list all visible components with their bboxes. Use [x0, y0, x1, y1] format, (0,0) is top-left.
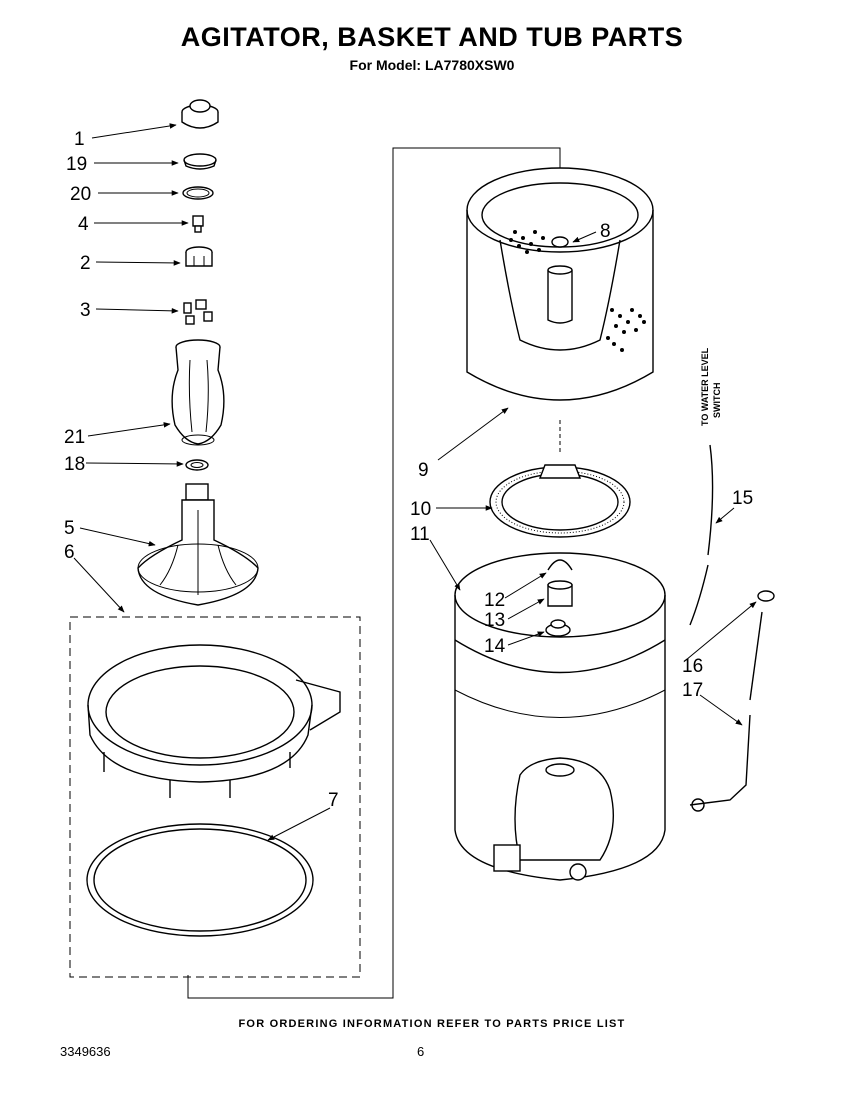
part-15-hose: [689, 444, 714, 626]
callout-7: 7: [328, 790, 339, 811]
part-16-clamp: [757, 590, 775, 602]
part-7-tub-gasket: [86, 823, 314, 937]
callout-11: 11: [410, 524, 430, 545]
callout-18: 18: [64, 454, 85, 475]
part-21-agitator-barrel: [171, 339, 225, 446]
part-agitator-cap: [181, 99, 219, 129]
callout-5: 5: [64, 518, 75, 539]
part-12: [547, 559, 573, 571]
diagram-title: AGITATOR, BASKET AND TUB PARTS: [180, 22, 684, 52]
callout-10: 10: [410, 499, 431, 520]
part-14: [545, 619, 571, 637]
part-10: [489, 464, 631, 538]
callout-4: 4: [78, 214, 89, 235]
callout-20: 20: [70, 184, 91, 205]
callout-17: 17: [682, 680, 703, 701]
document-number: 3349636: [60, 1044, 111, 1059]
part-5-agitator-base: [137, 483, 259, 606]
part-18: [185, 459, 209, 471]
part-19: [183, 153, 217, 170]
callout-2: 2: [80, 253, 91, 274]
callout-15: 15: [732, 488, 753, 509]
leader-lines: [73, 123, 757, 841]
callout-6: 6: [64, 542, 75, 563]
part-4: [192, 215, 204, 233]
callout-21: 21: [64, 427, 85, 448]
callout-9: 9: [418, 460, 429, 481]
callout-8: 8: [600, 221, 611, 242]
part-6-tub-ring: [87, 644, 341, 798]
callout-16: 16: [682, 656, 703, 677]
callout-13: 13: [484, 610, 505, 631]
part-9-basket: [466, 167, 654, 401]
callout-12: 12: [484, 590, 505, 611]
callout-1: 1: [74, 129, 85, 150]
part-17-hose: [689, 611, 763, 812]
assembly-link-line: [187, 147, 561, 999]
part-3: [183, 299, 213, 325]
callout-19: 19: [66, 154, 87, 175]
part-2: [185, 246, 213, 267]
assembly-box-6-7: [69, 616, 361, 978]
ordering-note: FOR ORDERING INFORMATION REFER TO PARTS …: [238, 1018, 626, 1030]
callout-3: 3: [80, 300, 91, 321]
model-subtitle: For Model: LA7780XSW0: [349, 57, 515, 73]
callout-14: 14: [484, 636, 506, 657]
part-13: [547, 580, 573, 607]
part-20-ring: [182, 186, 214, 200]
page-number: 6: [417, 1044, 425, 1059]
